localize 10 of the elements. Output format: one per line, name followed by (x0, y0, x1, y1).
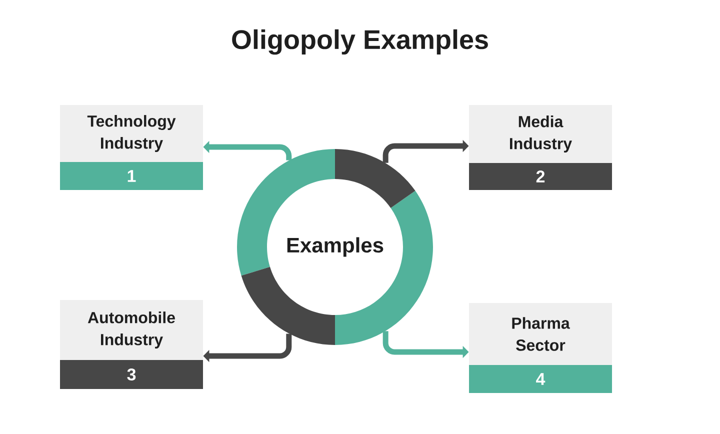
number-bar: 2 (469, 163, 612, 190)
label-box: Automobile Industry (60, 300, 203, 360)
label-box: Media Industry (469, 105, 612, 163)
number-bar: 4 (469, 365, 612, 393)
label-box: Technology Industry (60, 105, 203, 162)
label-box: Pharma Sector (469, 303, 612, 365)
donut-ring: Examples (237, 149, 433, 345)
title: Oligopoly Examples (232, 29, 488, 55)
number-bar: 1 (60, 162, 203, 190)
number-bar: 3 (60, 360, 203, 389)
